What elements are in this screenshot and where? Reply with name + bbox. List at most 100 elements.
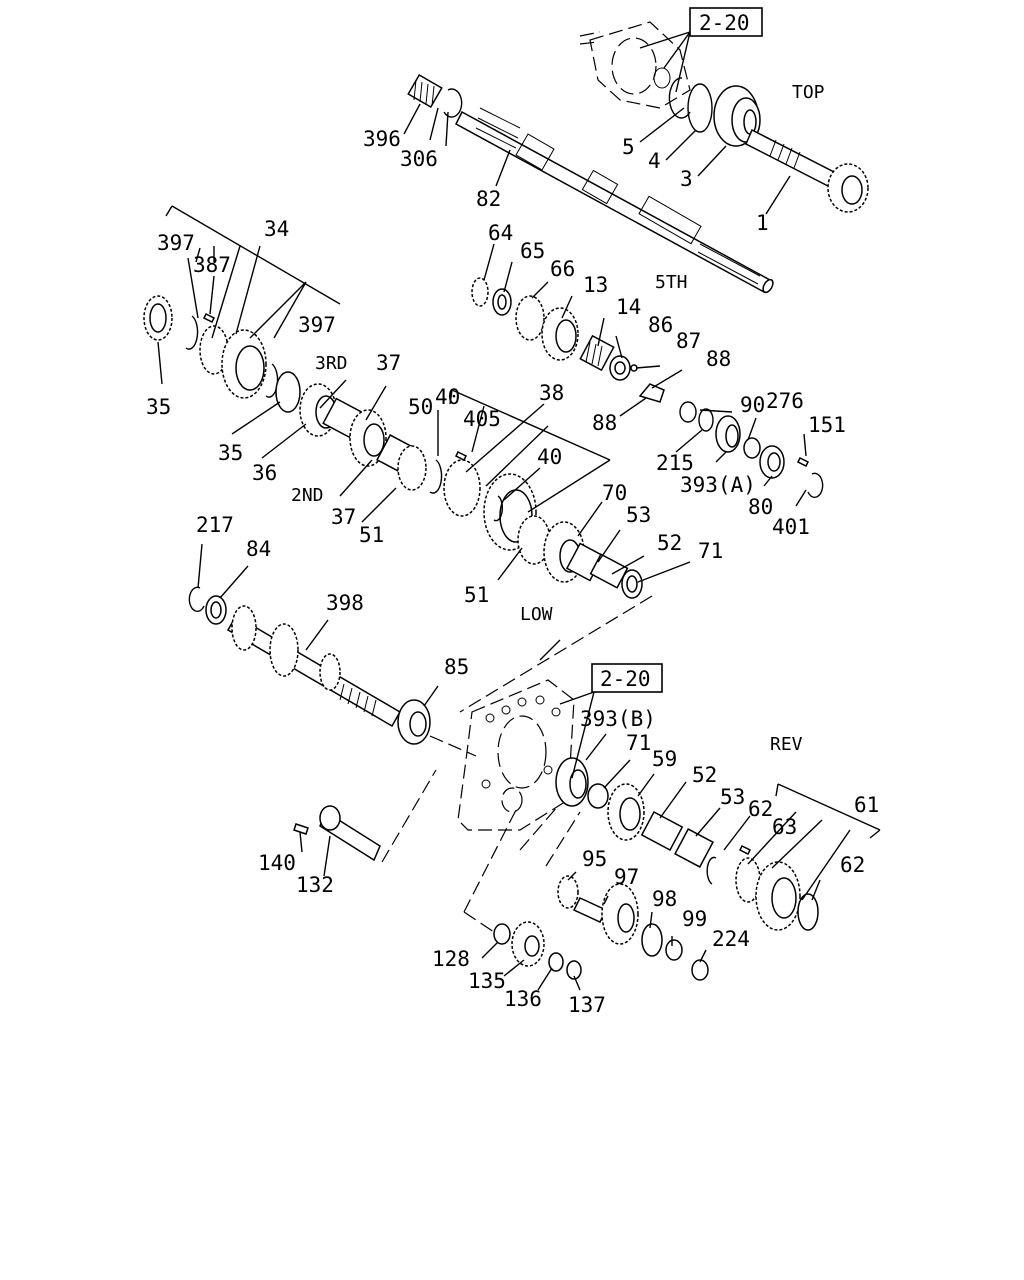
input-shaft-1 xyxy=(745,128,835,188)
callout-401: 401 xyxy=(772,515,810,539)
callout-37a: 37 xyxy=(376,351,401,375)
callout-34: 34 xyxy=(264,217,289,241)
callout-70: 70 xyxy=(602,481,627,505)
key-63 xyxy=(738,844,752,856)
section-label-5th: 5TH xyxy=(655,272,688,293)
countershaft-rear-group xyxy=(679,401,824,499)
callout-61: 61 xyxy=(854,793,879,817)
callout-3: 3 xyxy=(680,167,693,191)
callout-87: 87 xyxy=(676,329,701,353)
main-shaft-assembly xyxy=(407,73,774,294)
callout-53b: 53 xyxy=(720,785,745,809)
callout-306: 306 xyxy=(400,147,438,171)
callout-137: 137 xyxy=(568,993,606,1017)
needle-bearing-53b xyxy=(674,828,714,868)
callout-85: 85 xyxy=(444,655,469,679)
thrust-washer-88 xyxy=(638,383,665,403)
ref-box-top: 2-20 xyxy=(689,7,763,37)
synchro-ring-51a xyxy=(397,445,427,491)
callout-217: 217 xyxy=(196,513,234,537)
callout-66: 66 xyxy=(550,257,575,281)
gear-95 xyxy=(557,875,579,909)
callout-53a: 53 xyxy=(626,503,651,527)
key-spring-62b xyxy=(797,893,819,931)
callout-36: 36 xyxy=(252,461,277,485)
callout-224: 224 xyxy=(712,927,750,951)
key-405 xyxy=(454,450,468,462)
section-label-3rd: 3RD xyxy=(315,353,348,374)
section-label-rev: REV xyxy=(770,734,803,755)
callout-62b: 62 xyxy=(840,853,865,877)
ring-215 xyxy=(698,408,714,432)
snap-ring-217 xyxy=(188,586,205,613)
callout-151: 151 xyxy=(808,413,846,437)
callout-86: 86 xyxy=(648,313,673,337)
washer-128 xyxy=(493,923,511,945)
ring-90 xyxy=(679,401,697,423)
synchro-ring-35b xyxy=(275,371,301,413)
callout-405: 405 xyxy=(463,407,501,431)
key-387 xyxy=(202,312,216,324)
callout-35b: 35 xyxy=(218,441,243,465)
callout-80: 80 xyxy=(748,495,773,519)
callout-140: 140 xyxy=(258,851,296,875)
ref-box-lower: 2-20 xyxy=(591,663,663,693)
callout-276: 276 xyxy=(766,389,804,413)
callout-4: 4 xyxy=(648,149,661,173)
callout-84: 84 xyxy=(246,537,271,561)
callout-88a: 88 xyxy=(706,347,731,371)
input-shaft-assembly xyxy=(579,21,869,213)
key-spring-397a xyxy=(185,315,199,350)
callout-59: 59 xyxy=(652,747,677,771)
callout-98: 98 xyxy=(652,887,677,911)
callout-14: 14 xyxy=(616,295,641,319)
key-spring-40b xyxy=(493,495,503,522)
callout-393a: 393(A) xyxy=(680,473,756,497)
callout-38: 38 xyxy=(539,381,564,405)
snap-ring-306 xyxy=(443,88,463,118)
key-spring-62a xyxy=(706,856,717,885)
snap-ring-5 xyxy=(668,77,691,119)
callout-398: 398 xyxy=(326,591,364,615)
callout-132: 132 xyxy=(296,873,334,897)
nut-224 xyxy=(691,959,709,981)
callout-40a: 40 xyxy=(435,385,460,409)
callout-393b: 393(B) xyxy=(580,707,656,731)
needle-bearing-14 xyxy=(579,334,615,372)
callout-71a: 71 xyxy=(698,539,723,563)
nut-137 xyxy=(566,960,582,980)
section-label-low: LOW xyxy=(520,604,553,625)
leader-lines xyxy=(157,31,881,991)
needle-bearing-396 xyxy=(407,73,443,109)
callout-50: 50 xyxy=(408,395,433,419)
reverse-idler-group xyxy=(293,805,709,981)
callout-5: 5 xyxy=(622,135,635,159)
snap-ring-401 xyxy=(807,472,824,499)
part-number-callouts: 396 306 82 5 4 3 1 34 397 387 397 35 35 … xyxy=(146,127,879,1017)
callout-215: 215 xyxy=(656,451,694,475)
callout-135: 135 xyxy=(468,969,506,993)
callout-35a: 35 xyxy=(146,395,171,419)
callout-95: 95 xyxy=(582,847,607,871)
callout-397b: 397 xyxy=(298,313,336,337)
ref-box-top-label: 2-20 xyxy=(699,11,750,35)
section-label-2nd: 2ND xyxy=(291,485,324,506)
ring-4 xyxy=(687,83,713,133)
callout-13: 13 xyxy=(583,273,608,297)
callout-1: 1 xyxy=(756,211,769,235)
section-label-top: TOP xyxy=(792,82,825,103)
callout-63: 63 xyxy=(772,815,797,839)
idler-shaft-97 xyxy=(572,897,608,923)
counter-shaft-assembly xyxy=(188,586,431,745)
bolt-140 xyxy=(293,823,309,835)
callout-51a: 51 xyxy=(359,523,384,547)
third-gear-group xyxy=(143,295,387,467)
callout-136: 136 xyxy=(504,987,542,1011)
ref-box-lower-label: 2-20 xyxy=(600,667,651,691)
sleeve-52b xyxy=(640,810,684,852)
fifth-gear-group xyxy=(471,277,665,403)
callout-40b: 40 xyxy=(537,445,562,469)
synchro-ring-66 xyxy=(515,295,545,341)
callout-82: 82 xyxy=(476,187,501,211)
